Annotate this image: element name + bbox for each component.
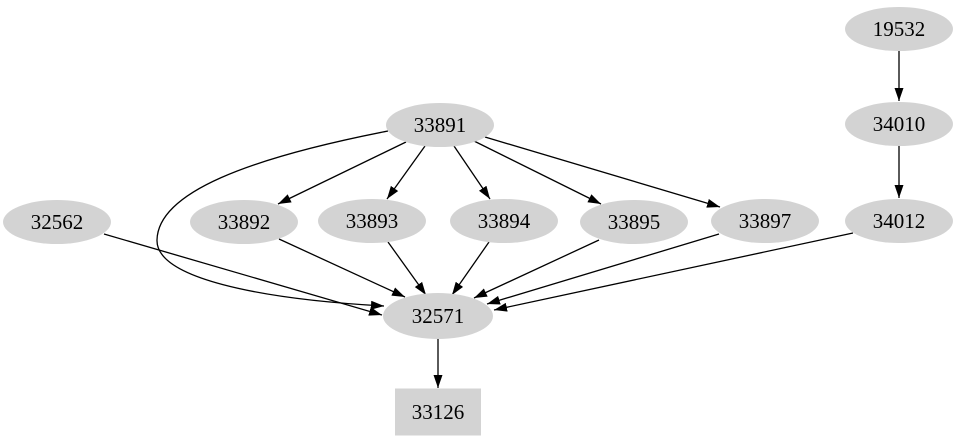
node-ellipse-33897 bbox=[711, 199, 819, 243]
edge-33897-to-32571 bbox=[486, 233, 720, 305]
node-label-33126: 33126 bbox=[412, 400, 465, 424]
graph-node-33894: 33894 bbox=[450, 199, 558, 243]
node-label-32571: 32571 bbox=[412, 304, 465, 328]
graph-node-34012: 34012 bbox=[845, 199, 953, 243]
node-box-33126 bbox=[395, 388, 481, 436]
edge-33894-to-32571 bbox=[451, 241, 490, 296]
edge-34012-to-32571 bbox=[493, 232, 854, 312]
node-ellipse-33893 bbox=[318, 199, 426, 243]
graph-node-34010: 34010 bbox=[845, 102, 953, 146]
nodes-layer: 19532 34010 34012 33891 32562 33892 33893 33894… bbox=[3, 7, 953, 436]
edge-33893-to-32571 bbox=[387, 241, 427, 296]
node-label-34012: 34012 bbox=[873, 209, 926, 233]
node-label-33893: 33893 bbox=[346, 209, 399, 233]
graph-node-33892: 33892 bbox=[190, 200, 298, 244]
node-ellipse-19532 bbox=[845, 7, 953, 51]
edge-33891-to-33894 bbox=[453, 145, 491, 200]
node-label-32562: 32562 bbox=[31, 210, 84, 234]
node-ellipse-33895 bbox=[580, 200, 688, 244]
node-ellipse-33892 bbox=[190, 200, 298, 244]
node-label-33891: 33891 bbox=[414, 113, 467, 137]
edge-33891-to-33892 bbox=[277, 141, 407, 205]
node-ellipse-33894 bbox=[450, 199, 558, 243]
graph-node-33126: 33126 bbox=[395, 388, 481, 436]
node-ellipse-34010 bbox=[845, 102, 953, 146]
node-label-33894: 33894 bbox=[478, 209, 531, 233]
graph-node-33895: 33895 bbox=[580, 200, 688, 244]
node-label-33895: 33895 bbox=[608, 210, 661, 234]
edge-33891-to-33895 bbox=[473, 140, 602, 205]
node-ellipse-34012 bbox=[845, 199, 953, 243]
node-ellipse-32562 bbox=[3, 200, 111, 244]
edges-layer bbox=[103, 51, 904, 388]
graph-node-32571: 32571 bbox=[383, 293, 493, 339]
node-label-33897: 33897 bbox=[739, 209, 792, 233]
node-ellipse-32571 bbox=[383, 293, 493, 339]
node-ellipse-33891 bbox=[386, 103, 494, 147]
node-label-34010: 34010 bbox=[873, 112, 926, 136]
edge-33891-to-33893 bbox=[386, 145, 426, 200]
node-label-33892: 33892 bbox=[218, 210, 271, 234]
edge-33891-to-33897 bbox=[484, 136, 721, 208]
node-label-19532: 19532 bbox=[873, 17, 926, 41]
edge-33892-to-32571 bbox=[278, 238, 406, 298]
edge-32562-to-32571 bbox=[103, 233, 383, 316]
graph-node-33893: 33893 bbox=[318, 199, 426, 243]
edge-33895-to-32571 bbox=[473, 239, 600, 299]
graph-node-33891: 33891 bbox=[386, 103, 494, 147]
graph-node-19532: 19532 bbox=[845, 7, 953, 51]
edge-33891-to-32571 bbox=[156, 130, 389, 310]
graph-node-32562: 32562 bbox=[3, 200, 111, 244]
graph-node-33897: 33897 bbox=[711, 199, 819, 243]
